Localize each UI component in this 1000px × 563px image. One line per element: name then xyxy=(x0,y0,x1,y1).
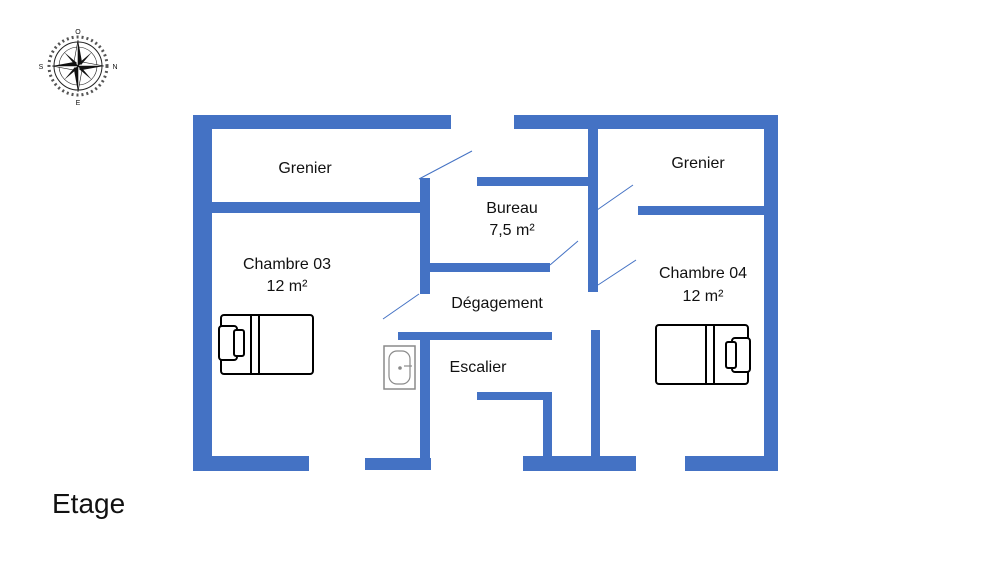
room-label-escalier: Escalier xyxy=(450,359,508,376)
room-area-chambre-04: 12 m² xyxy=(683,288,725,305)
wall-grenier-right-bottom xyxy=(638,206,764,215)
wall-bureau-top xyxy=(477,177,592,186)
wall-escalier-left xyxy=(420,332,430,460)
wall-escalier-inner-top xyxy=(477,392,550,400)
wall-outer-right xyxy=(764,115,778,471)
room-label-grenier-left: Grenier xyxy=(278,160,332,177)
wall-bottom-center xyxy=(523,456,636,471)
door-bureau xyxy=(549,240,579,266)
compass-letter-right: N xyxy=(112,64,117,71)
compass-rose-icon: O S N E xyxy=(39,29,118,107)
wall-outer-top-left xyxy=(193,115,451,129)
room-label-bureau: Bureau xyxy=(486,200,538,217)
wall-bureau-right xyxy=(588,129,598,292)
wall-escalier-right xyxy=(591,330,600,460)
room-labels: Grenier Grenier Bureau 7,5 m² Chambre 03… xyxy=(243,155,747,376)
room-area-bureau: 7,5 m² xyxy=(489,222,535,239)
wall-outer-top-right xyxy=(514,115,778,129)
room-label-degagement: Dégagement xyxy=(451,295,543,312)
wall-bureau-bottom xyxy=(428,263,550,272)
door-grenier-left xyxy=(418,150,473,180)
wall-outer-left xyxy=(193,115,212,471)
wall-chambre03-right xyxy=(420,178,430,294)
wall-bottom-center-left xyxy=(365,458,431,470)
door-chambre03 xyxy=(382,293,420,320)
washbasin-icon xyxy=(383,345,416,390)
compass-letter-left: S xyxy=(39,64,44,71)
room-label-grenier-right: Grenier xyxy=(671,155,725,172)
wall-escalier-inner-right xyxy=(543,392,552,462)
room-label-chambre-04: Chambre 04 xyxy=(659,265,747,282)
wall-escalier-top xyxy=(398,332,552,340)
door-chambre04 xyxy=(597,259,637,286)
wall-bottom-left xyxy=(193,456,309,471)
compass-letter-top: O xyxy=(75,29,81,36)
door-swings xyxy=(382,150,637,320)
wall-bottom-right xyxy=(685,456,778,471)
double-bed-icon xyxy=(655,324,751,385)
compass-letter-bottom: E xyxy=(76,100,81,107)
room-label-chambre-03: Chambre 03 xyxy=(243,256,331,273)
floor-title: Etage xyxy=(52,488,126,519)
walls xyxy=(193,115,778,471)
room-area-chambre-03: 12 m² xyxy=(267,278,309,295)
wall-grenier-left-bottom xyxy=(193,202,429,213)
double-bed-icon xyxy=(218,314,314,375)
door-grenier-right xyxy=(596,184,634,211)
